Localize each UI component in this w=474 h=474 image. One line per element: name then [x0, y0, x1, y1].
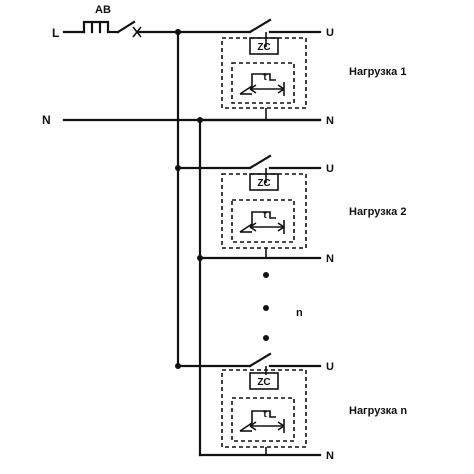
output-neutral-label: N: [326, 450, 334, 462]
load-block-1: U ZC t Нагрузка 1 N: [175, 18, 406, 127]
relay-contact: [248, 18, 272, 34]
neutral-label: N: [42, 113, 51, 127]
relay-contact: [248, 352, 272, 368]
circuit-breaker-symbol: [62, 20, 180, 38]
continuation-dots: [263, 272, 269, 341]
timer-label: t: [263, 72, 267, 83]
load-label: Нагрузка n: [349, 405, 407, 417]
output-phase-label: U: [326, 27, 334, 39]
zc-box: [249, 372, 279, 390]
load-label: Нагрузка 1: [349, 66, 406, 78]
load-label: Нагрузка 2: [349, 206, 406, 218]
zc-label: ZC: [257, 42, 270, 53]
line-label: L: [52, 26, 59, 40]
zc-label: ZC: [257, 377, 270, 388]
timer-module: [231, 397, 295, 442]
zc-box: [249, 173, 279, 191]
load-block-2: U ZC t Нагрузка 2 N: [175, 154, 406, 265]
output-neutral-label: N: [326, 115, 334, 127]
timer-module: [231, 62, 295, 104]
load-count-label: n: [296, 307, 303, 319]
zc-label: ZC: [257, 178, 270, 189]
output-phase-label: U: [326, 361, 334, 373]
control-module: [221, 369, 307, 448]
timer-module: [231, 199, 295, 243]
breaker-label: AB: [95, 4, 111, 16]
load-block-n: U ZC t Нагрузка n N: [175, 352, 407, 462]
timer-label: t: [263, 210, 267, 221]
output-phase-label: U: [326, 163, 334, 175]
relay-contact: [248, 154, 272, 170]
zc-box: [249, 37, 279, 55]
output-neutral-label: N: [326, 253, 334, 265]
timer-label: t: [263, 409, 267, 420]
